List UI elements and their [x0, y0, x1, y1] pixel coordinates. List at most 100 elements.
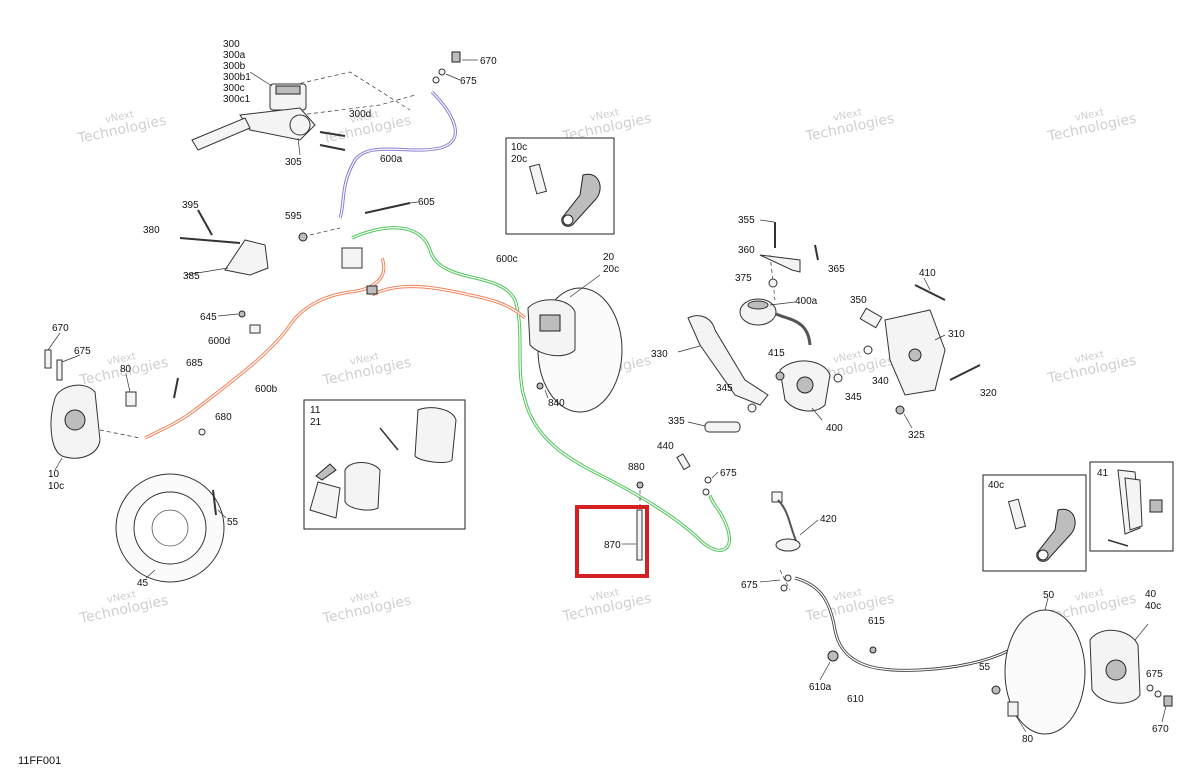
- highlight-box-870[interactable]: [575, 505, 649, 578]
- bolt-410[interactable]: [914, 284, 946, 301]
- diagram-code: 11FF001: [18, 755, 62, 767]
- washer-345-a[interactable]: [747, 403, 757, 413]
- fitting-375[interactable]: [768, 278, 778, 288]
- svg-text:670: 670: [1152, 724, 1169, 735]
- svg-text:355: 355: [738, 215, 755, 226]
- rear-caliper-40[interactable]: [1089, 629, 1141, 704]
- bolt-55-rear[interactable]: [991, 685, 1001, 695]
- svg-text:675: 675: [741, 580, 758, 591]
- svg-text:20c: 20c: [511, 154, 527, 165]
- svg-text:10c: 10c: [511, 142, 527, 153]
- svg-text:410: 410: [919, 268, 936, 279]
- svg-text:20c: 20c: [603, 264, 619, 275]
- nut-325[interactable]: [895, 405, 905, 415]
- fitting-340[interactable]: [863, 345, 873, 355]
- svg-text:335: 335: [668, 416, 685, 427]
- inset-box-40c: [982, 474, 1087, 572]
- svg-text:420: 420: [820, 514, 837, 525]
- svg-text:40: 40: [1145, 589, 1157, 600]
- watermark: vNext Technologies: [560, 587, 652, 625]
- svg-text:55: 55: [227, 517, 239, 528]
- svg-text:10c: 10c: [48, 481, 64, 492]
- bolt-55-front[interactable]: [212, 489, 217, 516]
- svg-text:340: 340: [872, 376, 889, 387]
- junction-block[interactable]: [341, 247, 378, 295]
- watermark: vNext Technologies: [77, 589, 169, 627]
- fitting-680[interactable]: [198, 428, 206, 436]
- svg-text:300c: 300c: [223, 83, 245, 94]
- watermark: vNext Technologies: [1045, 107, 1137, 145]
- bolt-80-rear[interactable]: [1007, 701, 1019, 717]
- brake-disc-45[interactable]: [115, 473, 225, 583]
- master-cylinder-300[interactable]: [191, 83, 316, 151]
- fitting-840[interactable]: [536, 382, 544, 390]
- svg-text:300b: 300b: [223, 61, 246, 72]
- svg-text:600c: 600c: [496, 254, 518, 265]
- watermark: vNext Technologies: [320, 589, 412, 627]
- svg-text:610a: 610a: [809, 682, 832, 693]
- svg-text:670: 670: [52, 323, 69, 334]
- fitting-415[interactable]: [775, 371, 785, 381]
- hose-600b-branch[interactable]: [371, 284, 527, 320]
- fitting-675-lower[interactable]: [780, 574, 792, 592]
- svg-text:345: 345: [845, 392, 862, 403]
- bracket-385[interactable]: [179, 209, 269, 276]
- svg-text:680: 680: [215, 412, 232, 423]
- svg-text:605: 605: [418, 197, 435, 208]
- sensor-440[interactable]: [676, 453, 691, 471]
- bolt-605[interactable]: [364, 202, 411, 214]
- svg-text:600a: 600a: [380, 154, 403, 165]
- brake-pedal-330[interactable]: [687, 315, 769, 406]
- watermark: vNext Technologies: [320, 351, 412, 389]
- svg-text:20: 20: [603, 252, 615, 263]
- svg-text:300b1: 300b1: [223, 72, 251, 83]
- inset-box-brake-pads-11-21: [303, 399, 466, 530]
- inset-box-10c-20c: [505, 137, 615, 235]
- svg-text:675: 675: [460, 76, 477, 87]
- bolt-365[interactable]: [814, 244, 819, 261]
- svg-text:400: 400: [826, 423, 843, 434]
- svg-text:675: 675: [74, 346, 91, 357]
- clamp-610a[interactable]: [827, 650, 839, 662]
- fitting-675-middle[interactable]: [702, 476, 712, 496]
- pin-335[interactable]: [704, 421, 741, 433]
- fitting-345-b[interactable]: [833, 373, 843, 383]
- reservoir-400a[interactable]: [739, 298, 812, 346]
- spring-350[interactable]: [859, 307, 883, 329]
- svg-text:41: 41: [1097, 468, 1109, 479]
- fitting-595[interactable]: [298, 232, 308, 242]
- svg-text:300c1: 300c1: [223, 94, 251, 105]
- bracket-360[interactable]: [759, 254, 801, 273]
- svg-text:675: 675: [1146, 669, 1163, 680]
- fitting-880[interactable]: [636, 481, 644, 489]
- fitting-675-rear[interactable]: [1146, 684, 1162, 698]
- svg-text:395: 395: [182, 200, 199, 211]
- svg-text:310: 310: [948, 329, 965, 340]
- svg-text:365: 365: [828, 264, 845, 275]
- svg-text:345: 345: [716, 383, 733, 394]
- front-right-caliper-20[interactable]: [527, 299, 576, 357]
- svg-text:21: 21: [310, 417, 322, 428]
- bolt-320[interactable]: [949, 364, 981, 381]
- front-left-caliper-10[interactable]: [44, 349, 137, 459]
- bracket-310[interactable]: [884, 309, 946, 396]
- bleeder-fitting-670-top[interactable]: [432, 51, 461, 84]
- svg-text:595: 595: [285, 211, 302, 222]
- svg-text:380: 380: [143, 225, 160, 236]
- bolt-300d[interactable]: [319, 131, 346, 151]
- svg-text:330: 330: [651, 349, 668, 360]
- master-cylinder-400[interactable]: [779, 360, 831, 412]
- bolt-645[interactable]: [238, 310, 261, 334]
- bolt-685[interactable]: [173, 377, 179, 399]
- svg-text:320: 320: [980, 388, 997, 399]
- fitting-615[interactable]: [869, 646, 877, 654]
- svg-text:840: 840: [548, 398, 565, 409]
- sensor-420[interactable]: [771, 491, 801, 552]
- svg-text:610: 610: [847, 694, 864, 705]
- svg-text:300a: 300a: [223, 50, 246, 61]
- svg-text:40c: 40c: [988, 480, 1004, 491]
- svg-text:670: 670: [480, 56, 497, 67]
- svg-text:385: 385: [183, 271, 200, 282]
- bleeder-670-rear[interactable]: [1163, 695, 1173, 707]
